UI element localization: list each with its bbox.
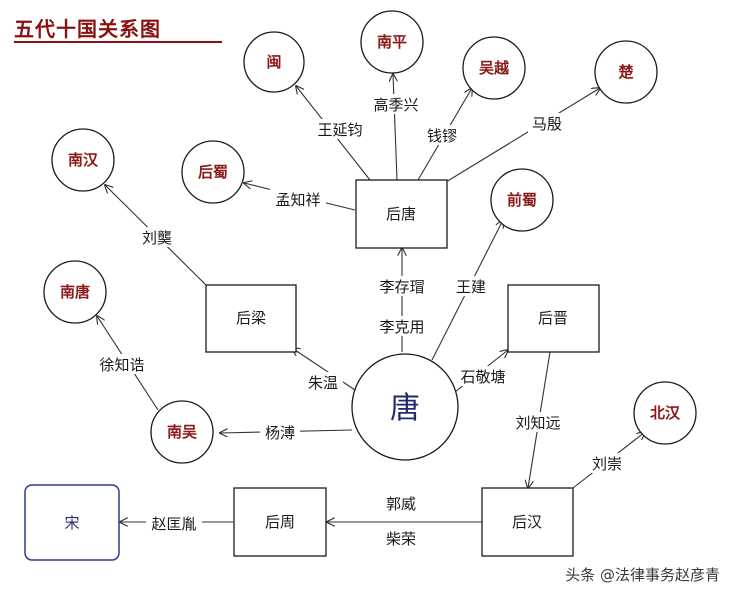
node-houshu: 后蜀 [181, 140, 245, 204]
edge-houtang-nanping [393, 74, 397, 181]
founder-label-wang-yanjun: 王延钧 [317, 121, 362, 139]
state-label-houshu: 后蜀 [198, 163, 228, 181]
edge-tang-houliang [292, 348, 356, 391]
state-label-wuyue: 吴越 [479, 59, 510, 77]
edge-houtang-chu [445, 88, 600, 183]
state-label-min: 闽 [266, 53, 281, 71]
node-nanwu: 南吴 [150, 400, 214, 464]
node-beihan: 北汉 [633, 381, 697, 445]
dynasty-label-houjin: 后晋 [538, 309, 568, 327]
watermark: 头条 @法律事务赵彦青 [565, 566, 720, 584]
founder-label-meng-zhixiang: 孟知祥 [275, 191, 320, 209]
founder-label-liu-chong: 刘崇 [592, 455, 622, 473]
state-label-nanping: 南平 [377, 33, 407, 51]
founder-label-gao-jixing: 高季兴 [373, 96, 418, 114]
state-label-nanhan: 南汉 [68, 151, 99, 169]
node-wuyue: 吴越 [462, 36, 526, 100]
state-label-nantang: 南唐 [60, 283, 90, 301]
founder-label-shi-jingtang: 石敬塘 [460, 368, 505, 386]
node-nanhan: 南汉 [51, 128, 115, 192]
founder-label-qian-liu: 钱镠 [427, 127, 457, 145]
node-min: 闽 [243, 31, 305, 93]
founder-label-wang-jian: 王建 [456, 278, 486, 296]
founder-label-li-cunxu: 李存瑁 [379, 278, 424, 296]
node-chu: 楚 [594, 40, 658, 104]
node-houliang: 后梁 [205, 284, 297, 353]
dynasty-label-houliang: 后梁 [236, 309, 266, 327]
node-tang: 唐 [351, 353, 459, 461]
founder-label-liu-yan: 刘龑 [142, 229, 172, 247]
founder-label-zhu-wen: 朱温 [308, 374, 338, 392]
founder-label-ma-yin: 马殷 [532, 115, 562, 133]
founder-label-yang-pu: 杨溥 [265, 424, 295, 442]
node-houhan: 后汉 [481, 487, 574, 557]
state-label-qianshu: 前蜀 [507, 191, 537, 209]
founder-label-liu-zhiyuan: 刘知远 [515, 414, 560, 432]
founder-label-zhao-kuangyin: 赵匡胤 [151, 515, 196, 533]
founder-label-chai-rong: 柴荣 [386, 530, 416, 548]
node-nanping: 南平 [360, 10, 424, 74]
state-label-beihan: 北汉 [650, 404, 681, 422]
dynasty-label-houtang: 后唐 [386, 205, 416, 223]
dynasty-label-houzhou: 后周 [265, 513, 295, 531]
node-houjin: 后晋 [507, 284, 600, 353]
state-label-chu: 楚 [618, 63, 634, 81]
node-song: 宋 [24, 484, 120, 561]
diagram-title: 五代十国关系图 [14, 17, 161, 41]
node-houtang: 后唐 [355, 179, 448, 249]
dynasty-label-houhan: 后汉 [512, 513, 542, 531]
dynasty-label-song: 宋 [64, 514, 79, 532]
node-qianshu: 前蜀 [490, 168, 554, 232]
founder-label-li-keyong: 李克用 [379, 318, 424, 336]
founder-label-guo-wei: 郭威 [386, 495, 416, 513]
node-nantang: 南唐 [43, 260, 107, 324]
node-houzhou: 后周 [233, 487, 327, 557]
state-label-nanwu: 南吴 [167, 423, 197, 441]
center-label-tang: 唐 [390, 391, 420, 426]
founder-label-xu-zhigao: 徐知诰 [99, 356, 144, 374]
